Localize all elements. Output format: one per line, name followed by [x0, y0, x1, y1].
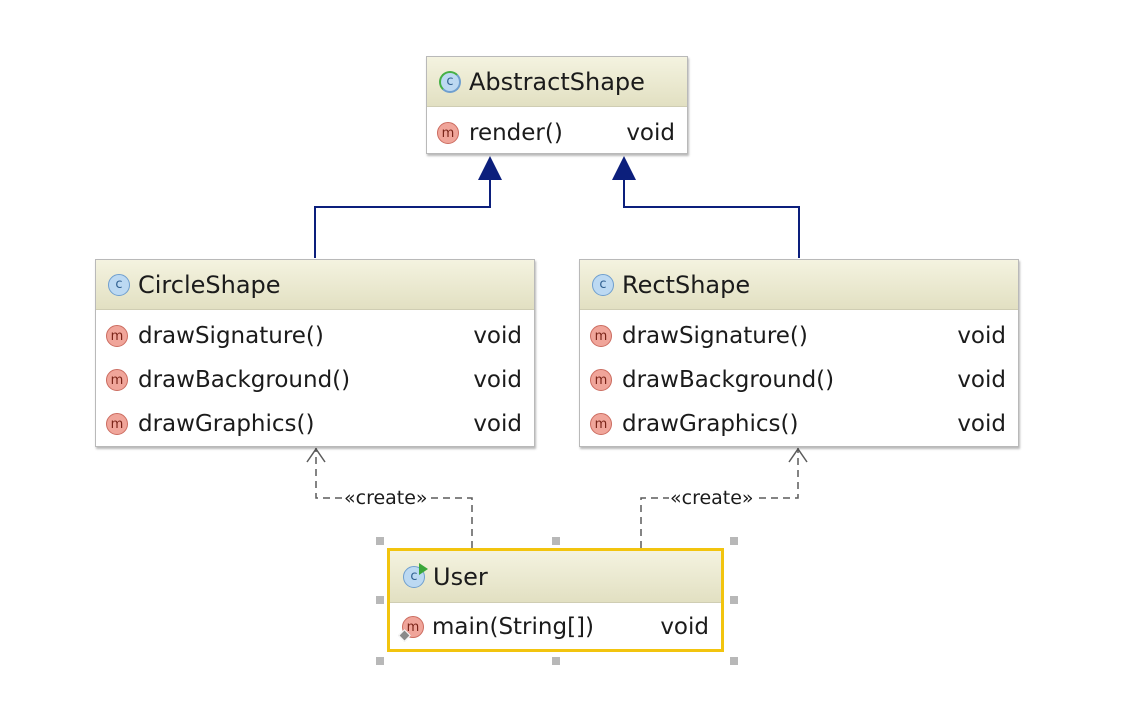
create-dependency-line-right: [640, 448, 799, 548]
resize-handle-right[interactable]: [730, 596, 738, 604]
method-row[interactable]: m render() void: [427, 111, 687, 155]
class-header: c RectShape: [580, 260, 1018, 310]
method-name: drawGraphics(): [622, 411, 799, 437]
method-icon: m: [590, 413, 612, 435]
method-return-type: void: [473, 411, 522, 437]
method-return-type: void: [473, 367, 522, 393]
method-icon: m: [106, 369, 128, 391]
method-row[interactable]: m drawGraphics() void: [580, 402, 1018, 446]
method-name: drawSignature(): [622, 323, 808, 349]
create-dependency-line-left: [315, 448, 473, 548]
resize-handle-bottom-right[interactable]: [730, 657, 738, 665]
resize-handle-bottom-left[interactable]: [376, 657, 384, 665]
class-name: User: [433, 562, 488, 591]
resize-handle-top[interactable]: [552, 537, 560, 545]
class-icon: c: [108, 273, 130, 296]
create-arrowhead-right: [788, 447, 808, 463]
method-icon: m: [590, 325, 612, 347]
class-header: c CircleShape: [96, 260, 534, 310]
resize-handle-top-right[interactable]: [730, 537, 738, 545]
method-icon: m: [106, 413, 128, 435]
method-name: drawSignature(): [138, 323, 324, 349]
method-name: drawBackground(): [622, 367, 835, 393]
runnable-class-icon: c: [403, 562, 428, 588]
class-abstract-shape[interactable]: c AbstractShape m render() void: [426, 56, 688, 154]
class-user[interactable]: c User m main(String[]) void: [387, 548, 724, 652]
method-return-type: void: [957, 323, 1006, 349]
method-name: drawBackground(): [138, 367, 351, 393]
class-name: RectShape: [622, 270, 751, 299]
method-row[interactable]: m drawBackground() void: [580, 358, 1018, 402]
resize-handle-bottom[interactable]: [552, 657, 560, 665]
method-icon: m: [106, 325, 128, 347]
class-circle-shape[interactable]: c CircleShape m drawSignature() void m d…: [95, 259, 535, 447]
method-return-type: void: [626, 120, 675, 146]
abstract-class-icon: c: [439, 70, 461, 93]
create-arrowhead-left: [306, 447, 326, 463]
method-return-type: void: [660, 614, 709, 640]
method-name: drawGraphics(): [138, 411, 315, 437]
method-row[interactable]: m drawBackground() void: [96, 358, 534, 402]
method-name: main(String[]): [432, 614, 594, 640]
class-header: c User: [390, 551, 721, 603]
method-row[interactable]: m drawSignature() void: [96, 314, 534, 358]
method-name: render(): [469, 120, 563, 146]
class-icon: c: [592, 273, 614, 296]
inheritance-arrowhead-rect: [612, 156, 636, 180]
class-header: c AbstractShape: [427, 57, 687, 107]
create-label-right: «create»: [669, 487, 755, 509]
method-row[interactable]: m main(String[]) void: [390, 605, 721, 649]
method-return-type: void: [473, 323, 522, 349]
class-name: AbstractShape: [469, 67, 645, 96]
resize-handle-top-left[interactable]: [376, 537, 384, 545]
method-icon: m: [437, 122, 459, 144]
method-icon: m: [590, 369, 612, 391]
method-return-type: void: [957, 367, 1006, 393]
inheritance-arrowhead-circle: [478, 156, 502, 180]
class-name: CircleShape: [138, 270, 281, 299]
class-rect-shape[interactable]: c RectShape m drawSignature() void m dra…: [579, 259, 1019, 447]
resize-handle-left[interactable]: [376, 596, 384, 604]
method-row[interactable]: m drawSignature() void: [580, 314, 1018, 358]
method-row[interactable]: m drawGraphics() void: [96, 402, 534, 446]
inheritance-line-rect: [623, 177, 800, 258]
static-method-icon: m: [398, 616, 424, 642]
inheritance-line-circle: [314, 177, 491, 258]
create-label-left: «create»: [343, 487, 429, 509]
method-return-type: void: [957, 411, 1006, 437]
